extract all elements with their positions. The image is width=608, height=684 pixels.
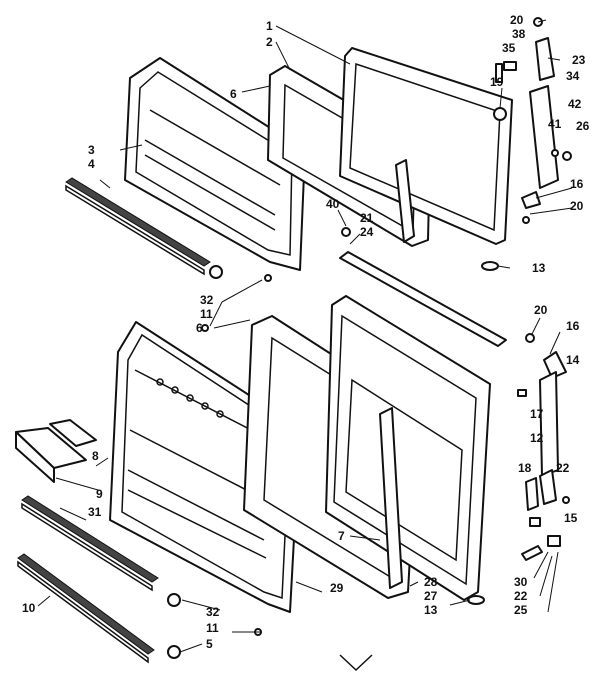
callout-16-lower: 16: [566, 319, 580, 333]
freezer-door-panel: [339, 47, 513, 245]
callout-27: 27: [424, 589, 438, 603]
callout-28: 28: [424, 575, 438, 589]
callout-26: 26: [576, 119, 590, 133]
mullion-bar: [339, 227, 507, 347]
lower-hinge-parts: [517, 333, 570, 561]
callout-13-top: 13: [532, 261, 546, 275]
fresh-food-shelf-rails: [17, 495, 159, 664]
callout-4: 4: [88, 157, 95, 171]
callout-35-top: 35: [502, 41, 516, 55]
callout-24: 24: [360, 225, 374, 239]
freezer-door-side-trim: [395, 159, 415, 243]
callout-6-lower: 6: [196, 321, 203, 335]
callout-34: 34: [566, 69, 580, 83]
freezer-fasteners: [201, 265, 272, 332]
callout-21: 21: [360, 211, 374, 225]
fresh-food-door-panel: [325, 295, 491, 601]
callout-29: 29: [330, 581, 344, 595]
callout-13-lower: 13: [424, 603, 438, 617]
callout-6-top: 6: [230, 87, 237, 101]
callout-18: 18: [518, 461, 532, 475]
callout-10: 10: [22, 601, 36, 615]
callout-25: 25: [514, 603, 528, 617]
callout-41: 41: [548, 117, 562, 131]
callout-22-mid: 22: [556, 461, 570, 475]
callout-9: 9: [96, 487, 103, 501]
callout-40: 40: [326, 197, 340, 211]
fresh-food-door-side-trim: [379, 407, 403, 589]
callout-20-lower: 20: [534, 303, 548, 317]
callout-3: 3: [88, 143, 95, 157]
freezer-door-shelf-rail: [65, 177, 211, 276]
callout-23: 23: [572, 53, 586, 67]
butter-compartment: [15, 419, 97, 483]
leader-lines: [37, 19, 573, 653]
callout-17: 17: [530, 407, 544, 421]
freezer-door-liner: [124, 57, 306, 271]
callout-20-top: 20: [510, 13, 524, 27]
callout-5: 5: [206, 637, 213, 651]
callout-15: 15: [564, 511, 578, 525]
fresh-food-door-liner: [109, 321, 301, 613]
callout-42: 42: [568, 97, 582, 111]
continuation-mark: [339, 654, 373, 672]
callout-2: 2: [266, 35, 273, 49]
callout-7: 7: [338, 529, 345, 543]
callout-14: 14: [566, 353, 580, 367]
callout-labels: 1 2 3 4 6 20 38 35 23 34 19 42 41 26 16 …: [22, 13, 590, 651]
callout-16-top: 16: [570, 177, 584, 191]
callout-12: 12: [530, 431, 544, 445]
callout-30: 30: [514, 575, 528, 589]
callout-8: 8: [92, 449, 99, 463]
callout-1: 1: [266, 19, 273, 33]
callout-20-mid: 20: [570, 199, 584, 213]
callout-22-lower: 22: [514, 589, 528, 603]
callout-11-lower: 11: [206, 621, 219, 635]
callout-32-lower: 32: [206, 605, 220, 619]
callout-32-top: 32: [200, 293, 214, 307]
callout-31: 31: [88, 505, 102, 519]
callout-11-top: 11: [200, 307, 213, 321]
callout-38: 38: [512, 27, 526, 41]
callout-19: 19: [490, 75, 504, 89]
